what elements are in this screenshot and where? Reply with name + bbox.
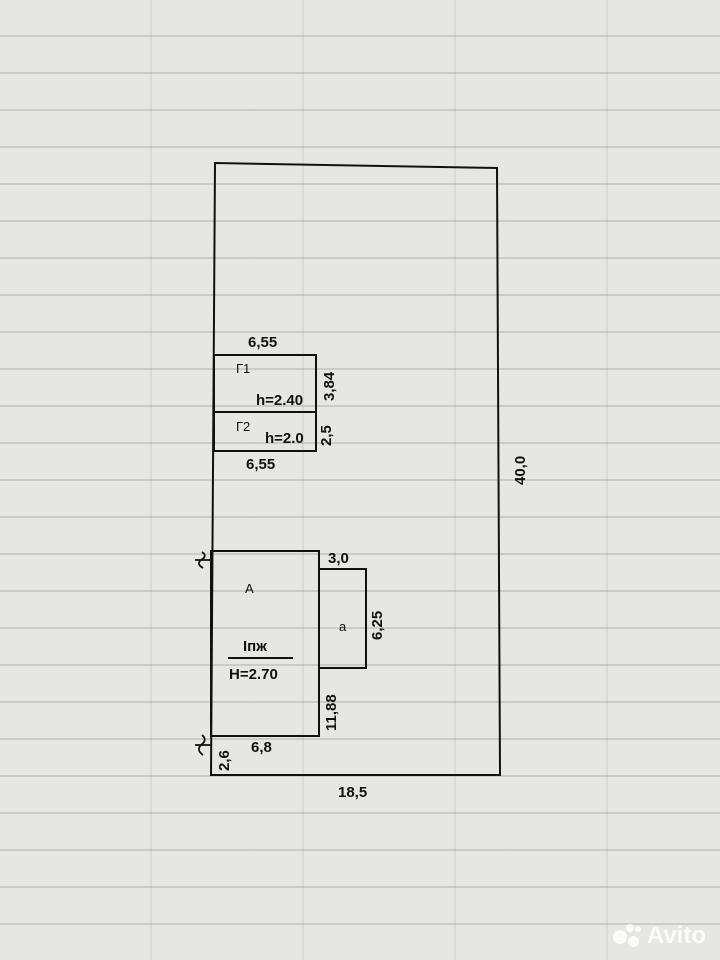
house-height: H=2.70 bbox=[229, 666, 278, 683]
annex-a bbox=[318, 568, 367, 669]
house-depth: 11,88 bbox=[323, 694, 340, 731]
plot-boundary bbox=[209, 161, 502, 776]
g2-depth: 2,5 bbox=[318, 425, 335, 446]
g2-width-bottom: 6,55 bbox=[246, 456, 275, 473]
g1-depth: 3,84 bbox=[321, 371, 338, 401]
annex-width: 3,0 bbox=[328, 550, 349, 567]
g1-name: Г1 bbox=[236, 361, 250, 376]
outbuilding-g2 bbox=[213, 411, 317, 452]
break-mark-bottom bbox=[195, 734, 211, 756]
house-offset: 2,6 bbox=[216, 750, 233, 771]
avito-watermark: Avito bbox=[612, 922, 706, 950]
plot-width: 18,5 bbox=[338, 784, 367, 801]
annex-depth: 6,25 bbox=[369, 611, 386, 640]
g1-width-top: 6,55 bbox=[248, 334, 277, 351]
g2-height: h=2.0 bbox=[265, 430, 304, 447]
plot-height: 40,0 bbox=[512, 456, 529, 485]
house-width: 6,8 bbox=[251, 739, 272, 756]
avito-dots-icon bbox=[612, 922, 641, 950]
house-floor: Iпж bbox=[243, 638, 267, 655]
g1-height: h=2.40 bbox=[256, 392, 303, 409]
break-mark-top bbox=[195, 551, 211, 569]
house-name: А bbox=[245, 581, 254, 596]
annex-name: а bbox=[339, 619, 347, 634]
avito-watermark-text: Avito bbox=[646, 922, 706, 949]
g2-name: Г2 bbox=[236, 419, 250, 434]
